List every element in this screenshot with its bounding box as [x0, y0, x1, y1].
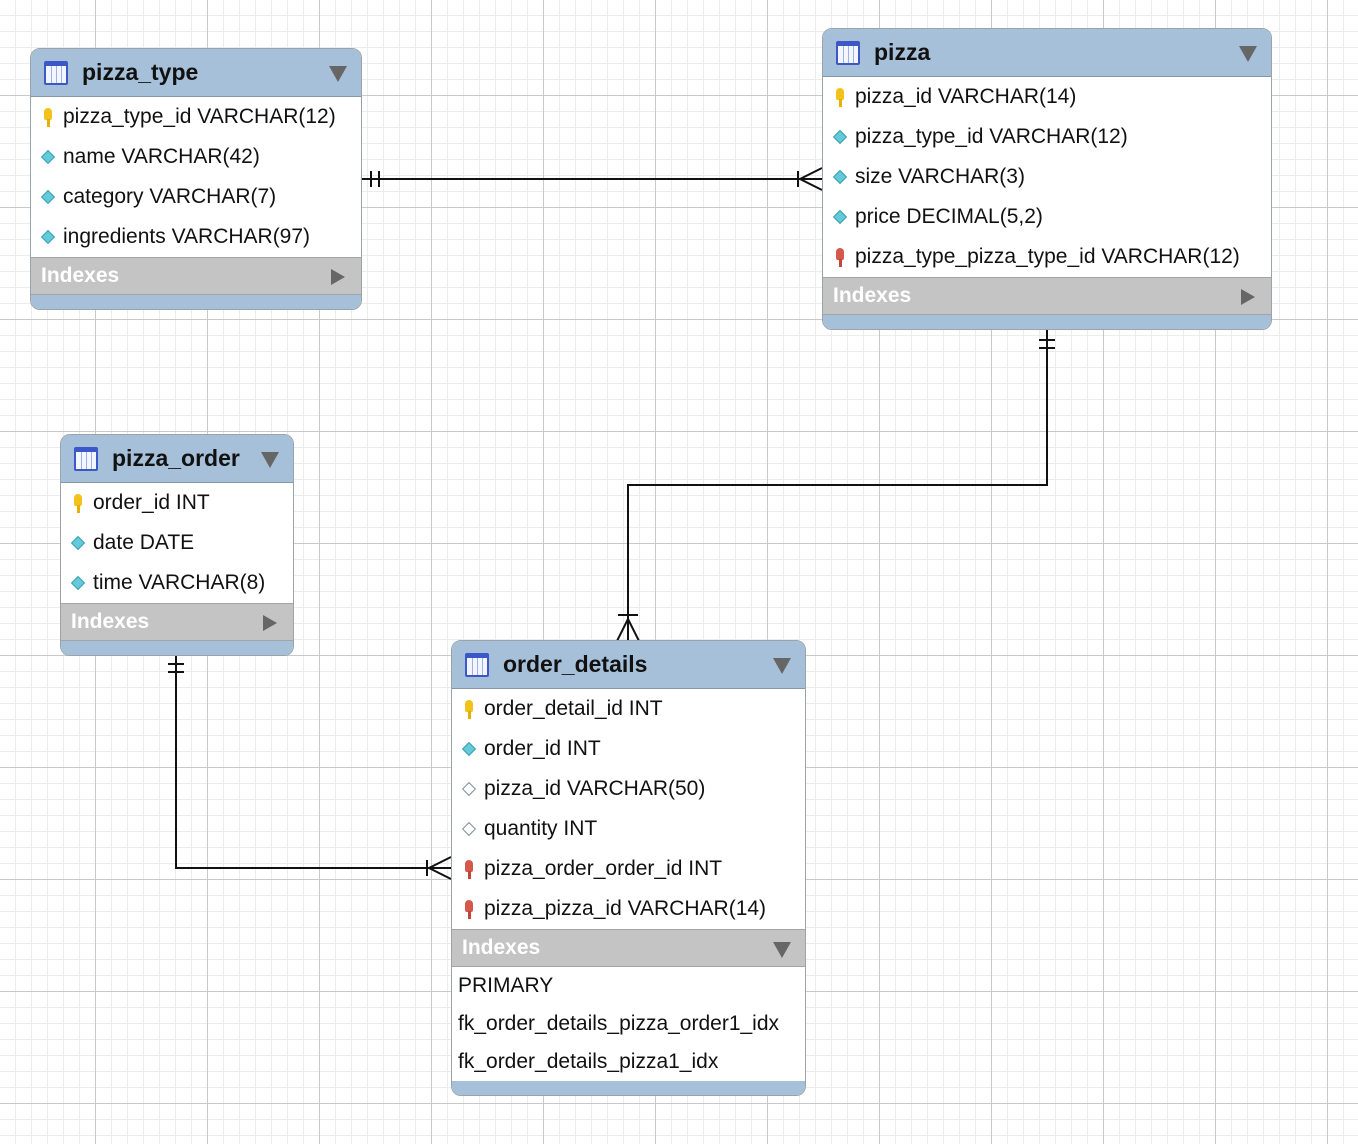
- indexes-label: Indexes: [41, 264, 120, 287]
- collapse-toggle-icon[interactable]: [1239, 46, 1257, 62]
- column-label: price DECIMAL(5,2): [855, 205, 1043, 228]
- indexes-bar[interactable]: Indexes: [823, 277, 1271, 315]
- column-label: ingredients VARCHAR(97): [63, 225, 311, 248]
- not-null-column-icon: [41, 230, 55, 244]
- not-null-column-icon: [833, 210, 847, 224]
- index-row[interactable]: fk_order_details_pizza1_idx: [458, 1050, 719, 1073]
- table-footer: [61, 641, 293, 655]
- indexes-label: Indexes: [71, 610, 150, 633]
- table-icon: [74, 446, 98, 471]
- column-label: quantity INT: [484, 817, 598, 840]
- foreign-key-icon: [462, 860, 476, 879]
- column-label: pizza_id VARCHAR(14): [855, 85, 1077, 108]
- not-null-column-icon: [462, 742, 476, 756]
- foreign-key-icon: [833, 248, 847, 267]
- primary-key-icon: [71, 494, 85, 513]
- column-row[interactable]: size VARCHAR(3): [823, 157, 1271, 197]
- column-row[interactable]: order_id INT: [61, 483, 293, 523]
- table-title: pizza_order: [112, 445, 240, 471]
- table-header[interactable]: pizza_type: [31, 49, 361, 97]
- not-null-column-icon: [41, 150, 55, 164]
- column-row[interactable]: category VARCHAR(7): [31, 177, 361, 217]
- column-row[interactable]: pizza_type_id VARCHAR(12): [823, 117, 1271, 157]
- table-footer: [452, 1081, 805, 1095]
- column-row[interactable]: price DECIMAL(5,2): [823, 197, 1271, 237]
- column-row[interactable]: pizza_pizza_id VARCHAR(14): [452, 889, 805, 929]
- not-null-column-icon: [833, 130, 847, 144]
- column-row[interactable]: order_id INT: [452, 729, 805, 769]
- table-footer: [823, 315, 1271, 329]
- crows-foot-marker: [426, 856, 452, 880]
- primary-key-icon: [462, 700, 476, 719]
- table-icon: [44, 60, 68, 85]
- column-row[interactable]: time VARCHAR(8): [61, 563, 293, 603]
- indexes-bar[interactable]: Indexes: [61, 603, 293, 641]
- column-label: pizza_pizza_id VARCHAR(14): [484, 897, 767, 920]
- indexes-label: Indexes: [462, 936, 541, 959]
- column-label: pizza_type_id VARCHAR(12): [855, 125, 1128, 148]
- column-label: category VARCHAR(7): [63, 185, 277, 208]
- collapse-indexes-icon[interactable]: [773, 942, 791, 958]
- table-title: pizza: [874, 39, 931, 65]
- column-label: pizza_id VARCHAR(50): [484, 777, 706, 800]
- table-footer: [31, 295, 361, 309]
- collapse-toggle-icon[interactable]: [329, 66, 347, 82]
- table-order-details[interactable]: order_details order_detail_id INT order_…: [451, 640, 806, 1096]
- primary-key-icon: [833, 88, 847, 107]
- column-label: pizza_type_pizza_type_id VARCHAR(12): [855, 245, 1240, 268]
- column-label: order_detail_id INT: [484, 697, 663, 720]
- table-header[interactable]: pizza_order: [61, 435, 293, 483]
- expand-indexes-icon[interactable]: [1241, 289, 1255, 305]
- table-icon: [836, 40, 860, 65]
- relationship-pizza-order-order-details: [175, 656, 451, 869]
- table-pizza-order[interactable]: pizza_order order_id INT date DATE time …: [60, 434, 294, 656]
- indexes-label: Indexes: [833, 284, 912, 307]
- column-row[interactable]: quantity INT: [452, 809, 805, 849]
- index-row[interactable]: fk_order_details_pizza_order1_idx: [458, 1012, 780, 1035]
- crows-foot-marker: [797, 167, 823, 191]
- collapse-toggle-icon[interactable]: [261, 452, 279, 468]
- column-label: time VARCHAR(8): [93, 571, 266, 594]
- not-null-column-icon: [71, 576, 85, 590]
- collapse-toggle-icon[interactable]: [773, 658, 791, 674]
- column-row[interactable]: pizza_type_pizza_type_id VARCHAR(12): [823, 237, 1271, 277]
- column-row[interactable]: name VARCHAR(42): [31, 137, 361, 177]
- column-label: pizza_type_id VARCHAR(12): [63, 105, 336, 128]
- indexes-bar[interactable]: Indexes: [452, 929, 805, 967]
- nullable-column-icon: [462, 782, 476, 796]
- column-label: name VARCHAR(42): [63, 145, 260, 168]
- not-null-column-icon: [41, 190, 55, 204]
- column-row[interactable]: pizza_id VARCHAR(14): [823, 77, 1271, 117]
- index-row[interactable]: PRIMARY: [458, 974, 554, 997]
- table-icon: [465, 652, 489, 677]
- table-title: order_details: [503, 651, 648, 677]
- column-row[interactable]: pizza_type_id VARCHAR(12): [31, 97, 361, 137]
- not-null-column-icon: [833, 170, 847, 184]
- column-label: date DATE: [93, 531, 195, 554]
- column-row[interactable]: order_detail_id INT: [452, 689, 805, 729]
- column-label: order_id INT: [93, 491, 210, 514]
- column-label: size VARCHAR(3): [855, 165, 1025, 188]
- expand-indexes-icon[interactable]: [331, 269, 345, 285]
- column-label: order_id INT: [484, 737, 601, 760]
- column-row[interactable]: date DATE: [61, 523, 293, 563]
- table-title: pizza_type: [82, 59, 199, 85]
- relationship-pizza-order-details: [627, 330, 1048, 641]
- expand-indexes-icon[interactable]: [263, 615, 277, 631]
- foreign-key-icon: [462, 900, 476, 919]
- column-label: pizza_order_order_id INT: [484, 857, 723, 880]
- primary-key-icon: [41, 108, 55, 127]
- crows-foot-marker: [616, 616, 640, 642]
- table-header[interactable]: pizza: [823, 29, 1271, 77]
- column-row[interactable]: ingredients VARCHAR(97): [31, 217, 361, 257]
- not-null-column-icon: [71, 536, 85, 550]
- indexes-bar[interactable]: Indexes: [31, 257, 361, 295]
- column-row[interactable]: pizza_order_order_id INT: [452, 849, 805, 889]
- nullable-column-icon: [462, 822, 476, 836]
- column-row[interactable]: pizza_id VARCHAR(50): [452, 769, 805, 809]
- table-pizza-type[interactable]: pizza_type pizza_type_id VARCHAR(12) nam…: [30, 48, 362, 310]
- table-header[interactable]: order_details: [452, 641, 805, 689]
- table-pizza[interactable]: pizza pizza_id VARCHAR(14) pizza_type_id…: [822, 28, 1272, 330]
